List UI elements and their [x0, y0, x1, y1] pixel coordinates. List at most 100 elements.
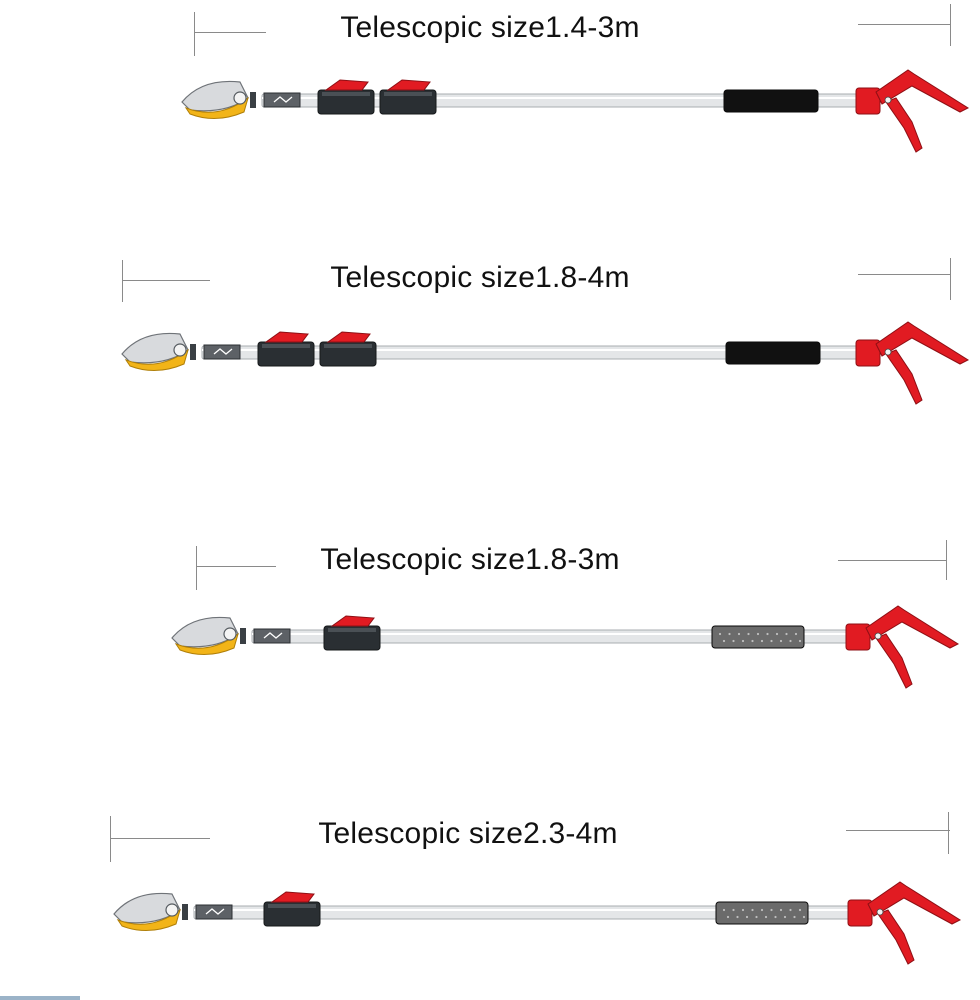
grip-dot	[798, 908, 802, 912]
size-label-4: Telescopic size2.3-4m	[318, 817, 618, 850]
dimension-line-left-3	[196, 566, 276, 567]
grip-dot	[794, 632, 798, 636]
grip-dot	[751, 908, 754, 912]
dimension-tick-right-1	[950, 4, 951, 46]
pruner-image-4	[113, 881, 962, 965]
dimension-tick-left-2	[122, 260, 123, 302]
grip-dot	[789, 639, 792, 643]
handle-pivot	[884, 96, 892, 104]
size-label-2: Telescopic size1.8-4m	[330, 261, 630, 294]
grip-dot	[741, 908, 745, 912]
grip-dot	[751, 639, 754, 643]
connector-mark	[213, 348, 233, 355]
head-collar	[182, 904, 188, 920]
grip-dot	[745, 915, 749, 919]
grip-dot	[779, 908, 783, 912]
connector-plate	[253, 628, 291, 644]
blade-hook	[124, 348, 189, 371]
grip-dot	[775, 632, 779, 636]
product-1: Telescopic size1.4-3m	[0, 4, 980, 164]
dimension-line-left-1	[194, 32, 266, 33]
grip-dot	[755, 915, 758, 919]
grip-dot	[732, 639, 735, 643]
grip-dot	[774, 915, 777, 919]
head-collar	[190, 344, 196, 360]
pruner-image-2	[121, 321, 970, 405]
product-4: Telescopic size2.3-4m	[0, 812, 980, 972]
lock-lever	[326, 331, 371, 343]
product-3: Telescopic size1.8-3m	[0, 540, 980, 700]
cutting-head-body	[113, 892, 181, 924]
dimension-line-right-4	[846, 830, 950, 831]
grip-dot	[728, 632, 731, 636]
grip-dot	[718, 632, 722, 636]
grip-sleeve	[715, 901, 809, 925]
blade-hook	[184, 96, 249, 119]
grip-dot	[770, 908, 773, 912]
dimension-tick-left-4	[110, 816, 111, 862]
cutting-head-body	[121, 332, 189, 364]
pivot-bolt	[173, 343, 187, 357]
dimension-line-right-1	[858, 24, 950, 25]
product-2: Telescopic size1.8-4m	[0, 258, 980, 418]
handle-pivot	[884, 348, 892, 356]
blade-hook	[174, 632, 239, 655]
pivot-bolt	[165, 903, 179, 917]
dimension-tick-right-2	[950, 258, 951, 300]
grip-dot	[732, 908, 735, 912]
grip-dot	[789, 908, 792, 912]
lock-collar-shine	[262, 344, 310, 348]
connector-mark	[205, 908, 225, 915]
lock-lever	[264, 331, 309, 343]
head-collar	[240, 628, 246, 644]
lock-lever	[270, 891, 315, 903]
grip-dot	[793, 915, 796, 919]
lock-collar-shine	[268, 904, 316, 908]
grip-dot	[764, 915, 768, 919]
blade-hook	[116, 908, 181, 931]
handle-pivot	[874, 632, 882, 640]
grip-dot	[760, 908, 764, 912]
dimension-tick-left-1	[194, 12, 195, 56]
grip-dot	[737, 632, 741, 636]
corner-mark	[0, 996, 80, 1000]
dimension-line-left-2	[122, 280, 210, 281]
handle-pivot	[876, 908, 884, 916]
grip-dot	[756, 632, 760, 636]
lock-lever	[330, 615, 375, 627]
lock-collar-shine	[384, 92, 432, 96]
connector-mark	[263, 632, 283, 639]
cutting-head-body	[171, 616, 239, 648]
dimension-line-right-3	[838, 560, 946, 561]
handle-trigger	[885, 349, 923, 405]
grip-dot	[783, 915, 787, 919]
grip-dot	[785, 632, 788, 636]
grip-dot	[798, 639, 802, 643]
grip-dot	[766, 632, 769, 636]
pruner-image-1	[181, 69, 970, 153]
grip-dot	[722, 639, 726, 643]
dimension-tick-right-4	[948, 812, 949, 854]
lock-collar-shine	[322, 92, 370, 96]
pivot-bolt	[233, 91, 247, 105]
grip-sleeve	[725, 341, 821, 365]
size-label-3: Telescopic size1.8-3m	[320, 543, 620, 576]
grip-dot	[722, 908, 726, 912]
grip-sleeve	[711, 625, 805, 649]
dimension-line-left-4	[110, 838, 210, 839]
lock-collar-shine	[328, 628, 376, 632]
lock-collar-shine	[324, 344, 372, 348]
dimension-tick-right-3	[946, 540, 947, 580]
grip-dot	[736, 915, 739, 919]
grip-dot	[779, 639, 783, 643]
connector-plate	[263, 92, 301, 108]
lock-lever	[324, 79, 369, 91]
grip-dot	[726, 915, 730, 919]
dimension-line-right-2	[858, 274, 950, 275]
lock-lever	[386, 79, 431, 91]
grip-dot	[802, 915, 806, 919]
connector-plate	[195, 904, 233, 920]
grip-dot	[747, 632, 750, 636]
connector-mark	[273, 96, 293, 103]
handle-trigger	[877, 909, 915, 965]
